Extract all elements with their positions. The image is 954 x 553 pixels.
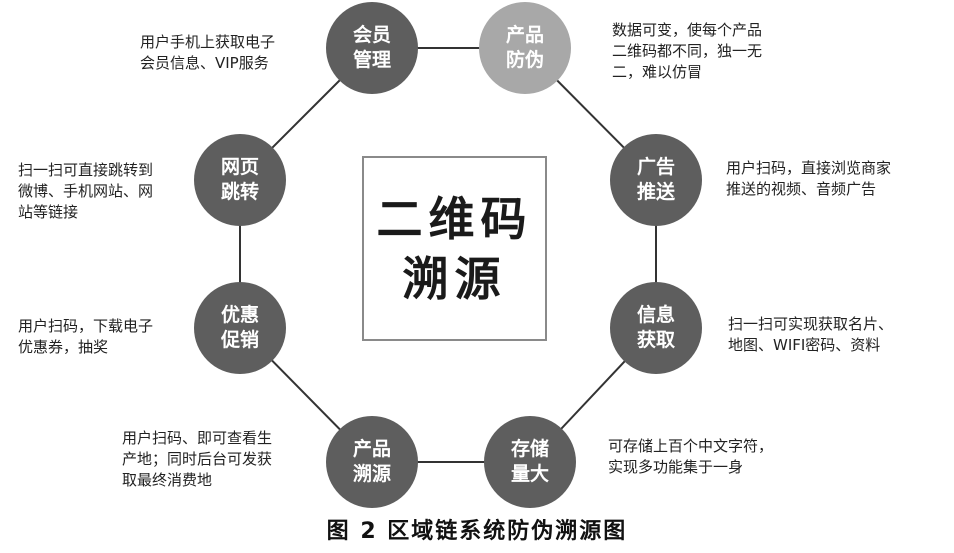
node-promotion: 优惠 促销 xyxy=(194,282,286,374)
node-product-trace: 产品 溯源 xyxy=(326,416,418,508)
desc-info-acquire: 扫一扫可实现获取名片、 地图、WIFI密码、资料 xyxy=(728,315,894,354)
desc-ad-push: 用户扫码，直接浏览商家 推送的视频、音频广告 xyxy=(726,159,892,198)
desc-product-anticounterfeit: 数据可变，使每个产品 二维码都不同，独一无 二，难以仿冒 xyxy=(612,21,763,81)
desc-member-management: 用户手机上获取电子 会员信息、VIP服务 xyxy=(140,33,276,72)
node-label: 产品 溯源 xyxy=(352,438,391,485)
node-large-storage: 存储 量大 xyxy=(484,416,576,508)
node-product-anticounterfeit: 产品 防伪 xyxy=(479,2,571,94)
node-member-management: 会员 管理 xyxy=(326,2,418,94)
desc-product-trace: 用户扫码、即可查看生 产地；同时后台可发获 取最终消费地 xyxy=(122,429,273,489)
node-label: 广告 推送 xyxy=(636,156,675,203)
node-label: 网页 跳转 xyxy=(220,156,259,203)
desc-promotion: 用户扫码，下载电子 优惠券，抽奖 xyxy=(18,317,154,356)
node-ad-push: 广告 推送 xyxy=(610,134,702,226)
node-label: 信息 获取 xyxy=(636,304,675,351)
node-label: 存储 量大 xyxy=(510,438,549,485)
node-label: 会员 管理 xyxy=(352,24,391,71)
desc-large-storage: 可存储上百个中文字符， 实现多功能集于一身 xyxy=(608,437,774,476)
node-web-redirect: 网页 跳转 xyxy=(194,134,286,226)
figure-caption: 图 2 区域链系统防伪溯源图 xyxy=(326,519,628,544)
node-info-acquire: 信息 获取 xyxy=(610,282,702,374)
node-label: 优惠 促销 xyxy=(220,304,259,351)
center-title: 二维码 溯源 xyxy=(376,191,533,306)
desc-web-redirect: 扫一扫可直接跳转到 微博、手机网站、网 站等链接 xyxy=(18,161,154,221)
node-label: 产品 防伪 xyxy=(505,24,544,71)
center-box: 二维码 溯源 xyxy=(362,156,547,341)
